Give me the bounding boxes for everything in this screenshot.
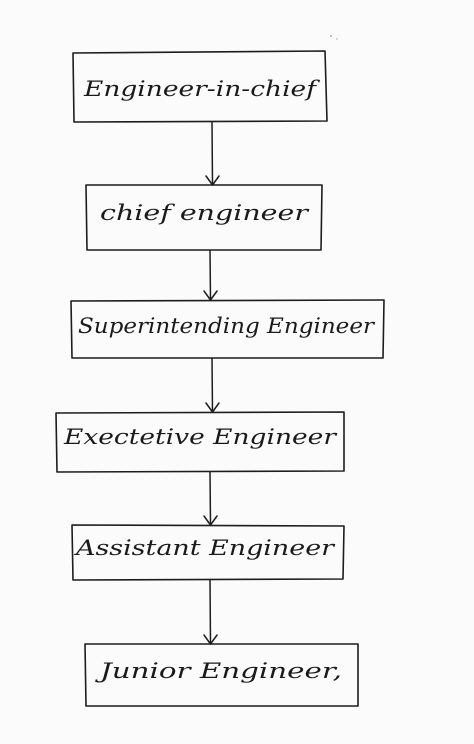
node-label: Junior Engineer, <box>94 659 342 683</box>
node-label: Assistant Engineer <box>73 536 336 560</box>
node-assistant-engineer: Assistant Engineer <box>71 524 345 581</box>
connector-line <box>209 579 212 645</box>
node-junior-engineer: Junior Engineer, <box>84 643 359 707</box>
paper-speck <box>336 38 338 40</box>
edge-executive-engineer-to-assistant-engineer <box>203 471 218 526</box>
hierarchy-boxes: Engineer-in-chief chief engineerSuperinte… <box>55 50 385 707</box>
node-label: Exectetive Engineer <box>63 425 339 449</box>
node-box <box>55 411 345 473</box>
node-box <box>71 524 345 581</box>
edge-assistant-engineer-to-junior-engineer <box>203 579 218 645</box>
node-label: chief engineer <box>100 201 311 225</box>
edge-chief-engineer-to-superintending-engineer <box>203 249 218 301</box>
node-label: Superintending Engineer <box>78 314 376 338</box>
node-executive-engineer: Exectetive Engineer <box>55 411 345 473</box>
connector-line <box>209 249 212 301</box>
edge-engineer-in-chief-to-chief-engineer <box>205 121 220 186</box>
node-box <box>85 184 323 251</box>
connector-line <box>209 471 212 526</box>
node-engineer-in-chief: Engineer-in-chief <box>72 50 328 123</box>
connector-line <box>211 357 214 413</box>
connector-line <box>211 121 214 186</box>
node-box <box>84 643 359 707</box>
node-label: Engineer-in-chief <box>83 77 320 101</box>
node-box <box>70 299 385 359</box>
paper-speck <box>330 35 332 37</box>
edge-superintending-engineer-to-executive-engineer <box>205 357 220 413</box>
node-box <box>72 50 328 123</box>
node-superintending-engineer: Superintending Engineer <box>70 299 385 359</box>
node-chief-engineer: chief engineer <box>85 184 323 251</box>
